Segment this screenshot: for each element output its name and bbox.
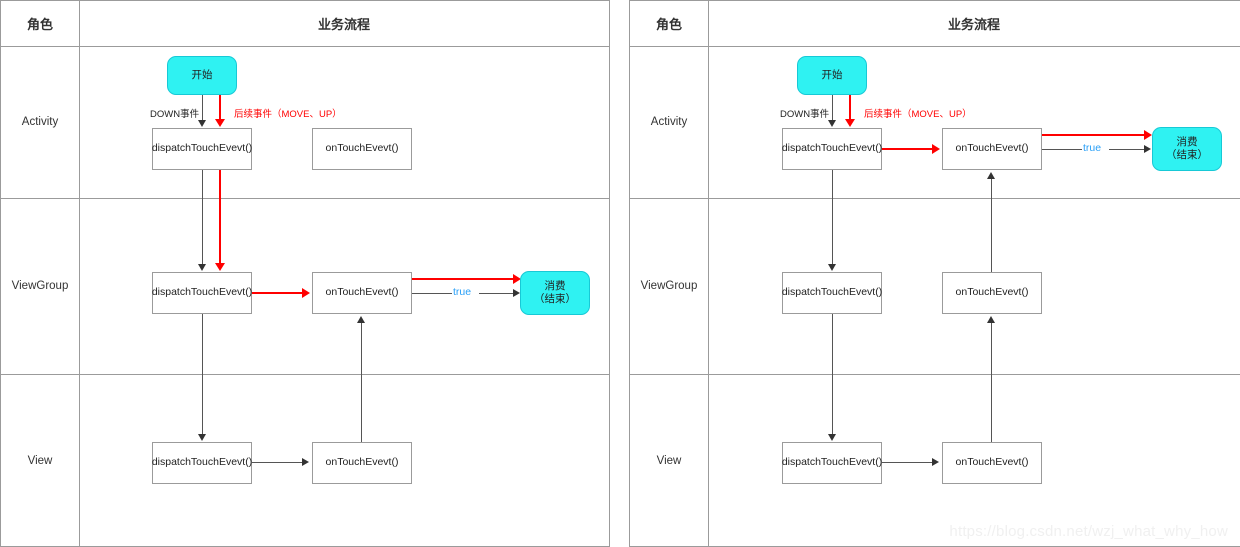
row-divider-activity bbox=[1, 198, 609, 199]
edge-ontouch-to-consume-red-left bbox=[412, 278, 516, 280]
edge-view-dispatch-to-ontouch-left bbox=[252, 462, 304, 463]
node-activity-dispatch-right[interactable]: dispatchTouchEvevt() bbox=[782, 128, 882, 170]
header-flow-left: 业务流程 bbox=[317, 17, 370, 32]
edge-label-subsequent-event-right: 后续事件（MOVE、UP） bbox=[863, 106, 973, 120]
role-label-view: View bbox=[656, 454, 682, 467]
node-view-ontouch-right[interactable]: onTouchEvevt() bbox=[942, 442, 1042, 484]
arrowhead-down bbox=[198, 434, 206, 441]
edge-down-event-left bbox=[202, 95, 203, 121]
arrowhead-down-red bbox=[215, 263, 225, 271]
edge-label-subsequent-event-left: 后续事件（MOVE、UP） bbox=[233, 106, 343, 120]
node-activity-dispatch-left[interactable]: dispatchTouchEvevt() bbox=[152, 128, 252, 170]
consume-label-line2: （结束） bbox=[534, 293, 576, 305]
edge-true-right-segment bbox=[1109, 149, 1147, 150]
node-viewgroup-ontouch-left[interactable]: onTouchEvevt() bbox=[312, 272, 412, 314]
role-label-viewgroup: ViewGroup bbox=[640, 280, 698, 292]
node-view-ontouch-left[interactable]: onTouchEvevt() bbox=[312, 442, 412, 484]
column-divider bbox=[708, 1, 709, 546]
arrowhead-up bbox=[987, 172, 995, 179]
role-label-activity: Activity bbox=[21, 116, 59, 128]
arrowhead-down bbox=[828, 434, 836, 441]
arrowhead-right bbox=[1144, 145, 1151, 153]
edge-activity-to-viewgroup-left bbox=[202, 170, 203, 264]
node-activity-ontouch-left[interactable]: onTouchEvevt() bbox=[312, 128, 412, 170]
arrowhead-right-red bbox=[932, 144, 940, 154]
role-label-view: View bbox=[27, 454, 53, 467]
consume-label-line1: 消费 bbox=[544, 279, 566, 292]
header-flow-right: 业务流程 bbox=[947, 17, 1000, 32]
consume-label-line2: （结束） bbox=[1166, 149, 1208, 161]
edge-down-event-right bbox=[832, 95, 833, 121]
header-role-right: 角色 bbox=[655, 17, 682, 32]
edge-dispatch-to-ontouch-red-right bbox=[882, 148, 934, 150]
row-divider-header bbox=[1, 46, 609, 47]
edge-viewgroup-to-activity-ontouch-right bbox=[991, 179, 992, 274]
column-divider bbox=[79, 1, 80, 546]
node-activity-ontouch-right[interactable]: onTouchEvevt() bbox=[942, 128, 1042, 170]
arrowhead-up bbox=[987, 316, 995, 323]
edge-dispatch-to-ontouch-red-left bbox=[252, 292, 304, 294]
row-divider-viewgroup bbox=[1, 374, 609, 375]
edge-view-to-viewgroup-ontouch-left bbox=[361, 323, 362, 442]
arrowhead-right bbox=[513, 289, 520, 297]
edge-true-right-segment bbox=[479, 293, 516, 294]
row-divider-viewgroup bbox=[630, 374, 1240, 375]
node-view-dispatch-left[interactable]: dispatchTouchEvevt() bbox=[152, 442, 252, 484]
header-role-left: 角色 bbox=[26, 17, 53, 32]
arrowhead-down bbox=[198, 264, 206, 271]
edge-true-left-segment bbox=[412, 293, 452, 294]
arrowhead-down bbox=[198, 120, 206, 127]
swimlane-table-left: 角色 业务流程 Activity ViewGroup View 开始 DOWN事… bbox=[0, 0, 610, 547]
arrowhead-up bbox=[357, 316, 365, 323]
edge-view-dispatch-to-ontouch-right bbox=[882, 462, 934, 463]
arrowhead-down-red bbox=[845, 119, 855, 127]
edge-label-true-right: true bbox=[1082, 142, 1103, 154]
arrowhead-right-red bbox=[513, 274, 521, 284]
watermark: https://blog.csdn.net/wzj_what_why_how bbox=[949, 523, 1228, 540]
arrowhead-down bbox=[828, 264, 836, 271]
edge-view-to-viewgroup-ontouch-right bbox=[991, 323, 992, 442]
node-view-dispatch-right[interactable]: dispatchTouchEvevt() bbox=[782, 442, 882, 484]
edge-ontouch-to-consume-red-right bbox=[1042, 134, 1147, 136]
arrowhead-down-red bbox=[215, 119, 225, 127]
node-start-left[interactable]: 开始 bbox=[167, 56, 237, 95]
consume-label-line1: 消费 bbox=[1176, 135, 1198, 148]
edge-label-down-event-left: DOWN事件 bbox=[149, 106, 201, 120]
edge-activity-to-viewgroup-right bbox=[832, 170, 833, 264]
node-consume-left[interactable]: 消费 （结束） bbox=[520, 271, 590, 315]
edge-true-left-segment bbox=[1042, 149, 1082, 150]
edge-subsequent-event-right bbox=[849, 95, 851, 121]
arrowhead-right-red bbox=[302, 288, 310, 298]
role-label-activity: Activity bbox=[650, 116, 688, 128]
row-divider-header bbox=[630, 46, 1240, 47]
edge-activity-to-viewgroup-red-left bbox=[219, 170, 221, 263]
edge-viewgroup-to-view-left bbox=[202, 314, 203, 434]
arrowhead-right bbox=[932, 458, 939, 466]
arrowhead-right bbox=[302, 458, 309, 466]
role-label-viewgroup: ViewGroup bbox=[11, 280, 69, 292]
node-start-right[interactable]: 开始 bbox=[797, 56, 867, 95]
edge-viewgroup-to-view-right bbox=[832, 314, 833, 434]
arrowhead-right-red bbox=[1144, 130, 1152, 140]
node-viewgroup-dispatch-right[interactable]: dispatchTouchEvevt() bbox=[782, 272, 882, 314]
arrowhead-down bbox=[828, 120, 836, 127]
node-viewgroup-dispatch-left[interactable]: dispatchTouchEvevt() bbox=[152, 272, 252, 314]
swimlane-table-right: 角色 业务流程 Activity ViewGroup View 开始 DOWN事… bbox=[629, 0, 1240, 547]
edge-subsequent-event-left bbox=[219, 95, 221, 121]
node-consume-right[interactable]: 消费 （结束） bbox=[1152, 127, 1222, 171]
row-divider-activity bbox=[630, 198, 1240, 199]
edge-label-down-event-right: DOWN事件 bbox=[779, 106, 831, 120]
edge-label-true-left: true bbox=[452, 286, 473, 298]
node-viewgroup-ontouch-right[interactable]: onTouchEvevt() bbox=[942, 272, 1042, 314]
